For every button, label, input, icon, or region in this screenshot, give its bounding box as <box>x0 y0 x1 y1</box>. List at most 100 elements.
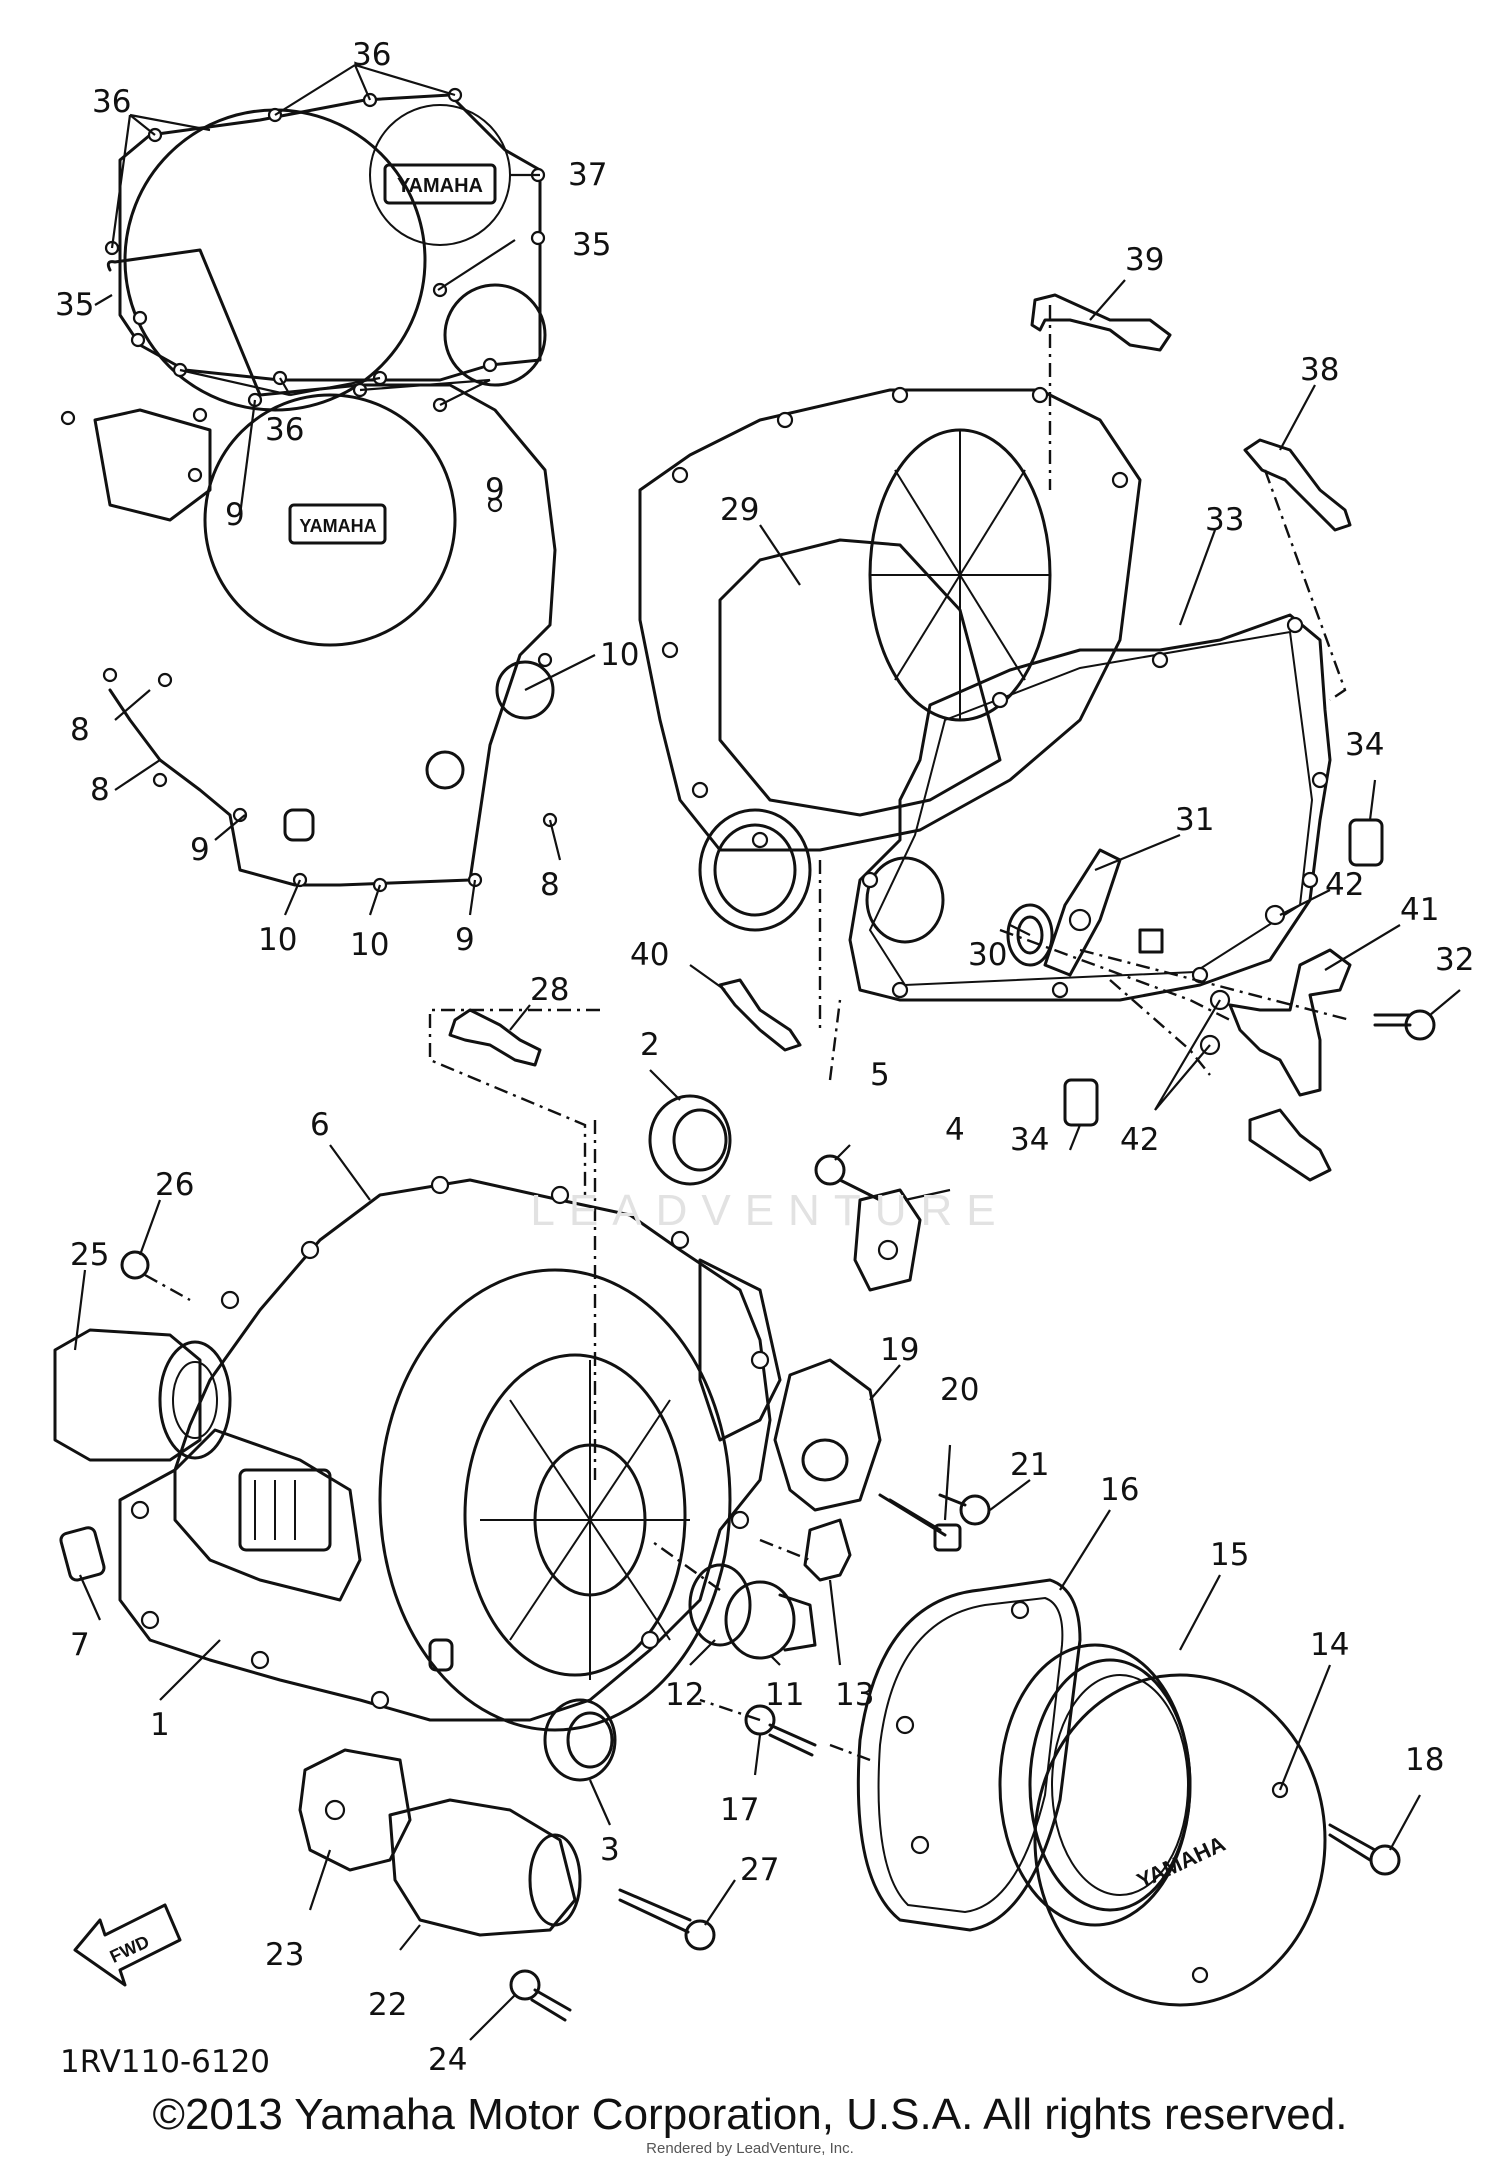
callout-18: 18 <box>1405 1742 1444 1778</box>
bolt-32 <box>1373 1009 1436 1041</box>
cover-plate-19 <box>773 1358 882 1512</box>
callout-2: 2 <box>640 1027 660 1063</box>
callout-34-upper: 34 <box>1345 727 1384 763</box>
oil-seal-30 <box>1006 903 1054 967</box>
plug-11 <box>724 1580 817 1660</box>
assembly-lines <box>428 305 1351 1762</box>
brand-mark-2: YAMAHA <box>299 516 376 536</box>
dowel-34-lower <box>1063 1078 1099 1127</box>
callout-38: 38 <box>1300 352 1339 388</box>
bracket-13 <box>759 1518 852 1582</box>
seal-15 <box>998 1643 1192 1927</box>
callout-20: 20 <box>940 1372 979 1408</box>
bolt-21 <box>938 1493 991 1526</box>
callout-35-right: 35 <box>572 227 611 263</box>
clutch-gasket: YAMAHA <box>60 248 558 893</box>
washer-42-a <box>1264 904 1286 926</box>
callout-5: 5 <box>870 1057 890 1093</box>
callout-9-b: 9 <box>485 472 505 508</box>
callout-28: 28 <box>530 972 569 1008</box>
right-cover-29 <box>638 386 1142 932</box>
bolt-20 <box>878 1493 962 1552</box>
callout-23: 23 <box>265 1937 304 1973</box>
rendered-by-notice: Rendered by LeadVenture, Inc. <box>646 2140 854 2157</box>
o-ring-12 <box>688 1563 752 1647</box>
callout-10-right: 10 <box>600 637 639 673</box>
gasket-16 <box>856 1578 1082 1932</box>
callout-39: 39 <box>1125 242 1164 278</box>
bracket-28 <box>448 1008 542 1067</box>
starter-motor-25 <box>53 1328 232 1462</box>
callout-32: 32 <box>1435 942 1474 978</box>
callout-9-d: 9 <box>455 922 475 958</box>
left-crankcase-cover <box>118 1175 782 1732</box>
diagram-code: 1RV110-6120 <box>60 2044 270 2080</box>
callout-12: 12 <box>665 1677 704 1713</box>
callout-9-a: 9 <box>225 497 245 533</box>
copyright-notice: ©2013 Yamaha Motor Corporation, U.S.A. A… <box>152 2090 1348 2139</box>
callout-27: 27 <box>740 1852 779 1888</box>
callout-8-a: 8 <box>70 712 90 748</box>
bracket-41 <box>1228 948 1352 1182</box>
callout-35-left: 35 <box>55 287 94 323</box>
callout-24: 24 <box>428 2042 467 2078</box>
callout-33: 33 <box>1205 502 1244 538</box>
callout-16: 16 <box>1100 1472 1139 1508</box>
bolt-27 <box>618 1888 716 1951</box>
dowel-7 <box>59 1526 106 1582</box>
fwd-label: FWD <box>107 1931 153 1966</box>
bracket-38 <box>1243 438 1352 532</box>
bolt-18 <box>1328 1823 1401 1876</box>
callout-34-lower: 34 <box>1010 1122 1049 1158</box>
callout-10-a: 10 <box>258 922 297 958</box>
bolt-17 <box>744 1704 817 1757</box>
bracket-23 <box>298 1748 412 1872</box>
plate-4 <box>853 1188 922 1292</box>
callout-42-lower: 42 <box>1120 1122 1159 1158</box>
watermark-logo: LEADVENTURE <box>530 1186 1009 1235</box>
bolt-24 <box>509 1969 572 2022</box>
callout-17: 17 <box>720 1792 759 1828</box>
callout-3: 3 <box>600 1832 620 1868</box>
callout-11: 11 <box>765 1677 804 1713</box>
upper-gasket: YAMAHA <box>104 87 547 412</box>
callout-22: 22 <box>368 1987 407 2023</box>
fwd-arrow: FWD <box>73 1903 182 1987</box>
callout-36-bottom: 36 <box>265 412 304 448</box>
callout-numbers: 36 36 36 37 35 35 9 9 10 8 8 9 10 10 9 8… <box>55 37 1474 2078</box>
callout-8-b: 8 <box>90 772 110 808</box>
callout-4: 4 <box>945 1112 965 1148</box>
callout-41: 41 <box>1400 892 1439 928</box>
bearing-2 <box>648 1094 732 1186</box>
callout-8-c: 8 <box>540 867 560 903</box>
leader-lines <box>73 63 1461 2041</box>
bearing-3 <box>543 1698 617 1782</box>
starter-relay-22 <box>388 1798 582 1937</box>
callout-31: 31 <box>1175 802 1214 838</box>
callout-26: 26 <box>155 1167 194 1203</box>
callout-37: 37 <box>568 157 607 193</box>
bolt-26 <box>120 1250 191 1302</box>
callout-25: 25 <box>70 1237 109 1273</box>
dowel-34-upper <box>1348 818 1384 867</box>
gasket-33 <box>848 613 1332 1002</box>
callout-14: 14 <box>1310 1627 1349 1663</box>
callout-10-b: 10 <box>350 927 389 963</box>
callout-40: 40 <box>630 937 669 973</box>
callout-21: 21 <box>1010 1447 1049 1483</box>
bracket-40 <box>718 978 802 1052</box>
brand-mark-1: YAMAHA <box>397 175 483 197</box>
callout-1: 1 <box>150 1707 170 1743</box>
callout-42-upper: 42 <box>1325 867 1364 903</box>
callout-7: 7 <box>70 1627 90 1663</box>
bracket-39 <box>1030 293 1172 352</box>
callout-36-left: 36 <box>92 84 131 120</box>
callout-15: 15 <box>1210 1537 1249 1573</box>
callout-6: 6 <box>310 1107 330 1143</box>
callout-9-c: 9 <box>190 832 210 868</box>
callout-13: 13 <box>835 1677 874 1713</box>
callout-29: 29 <box>720 492 759 528</box>
callout-36-top: 36 <box>352 37 391 73</box>
callout-19: 19 <box>880 1332 919 1368</box>
